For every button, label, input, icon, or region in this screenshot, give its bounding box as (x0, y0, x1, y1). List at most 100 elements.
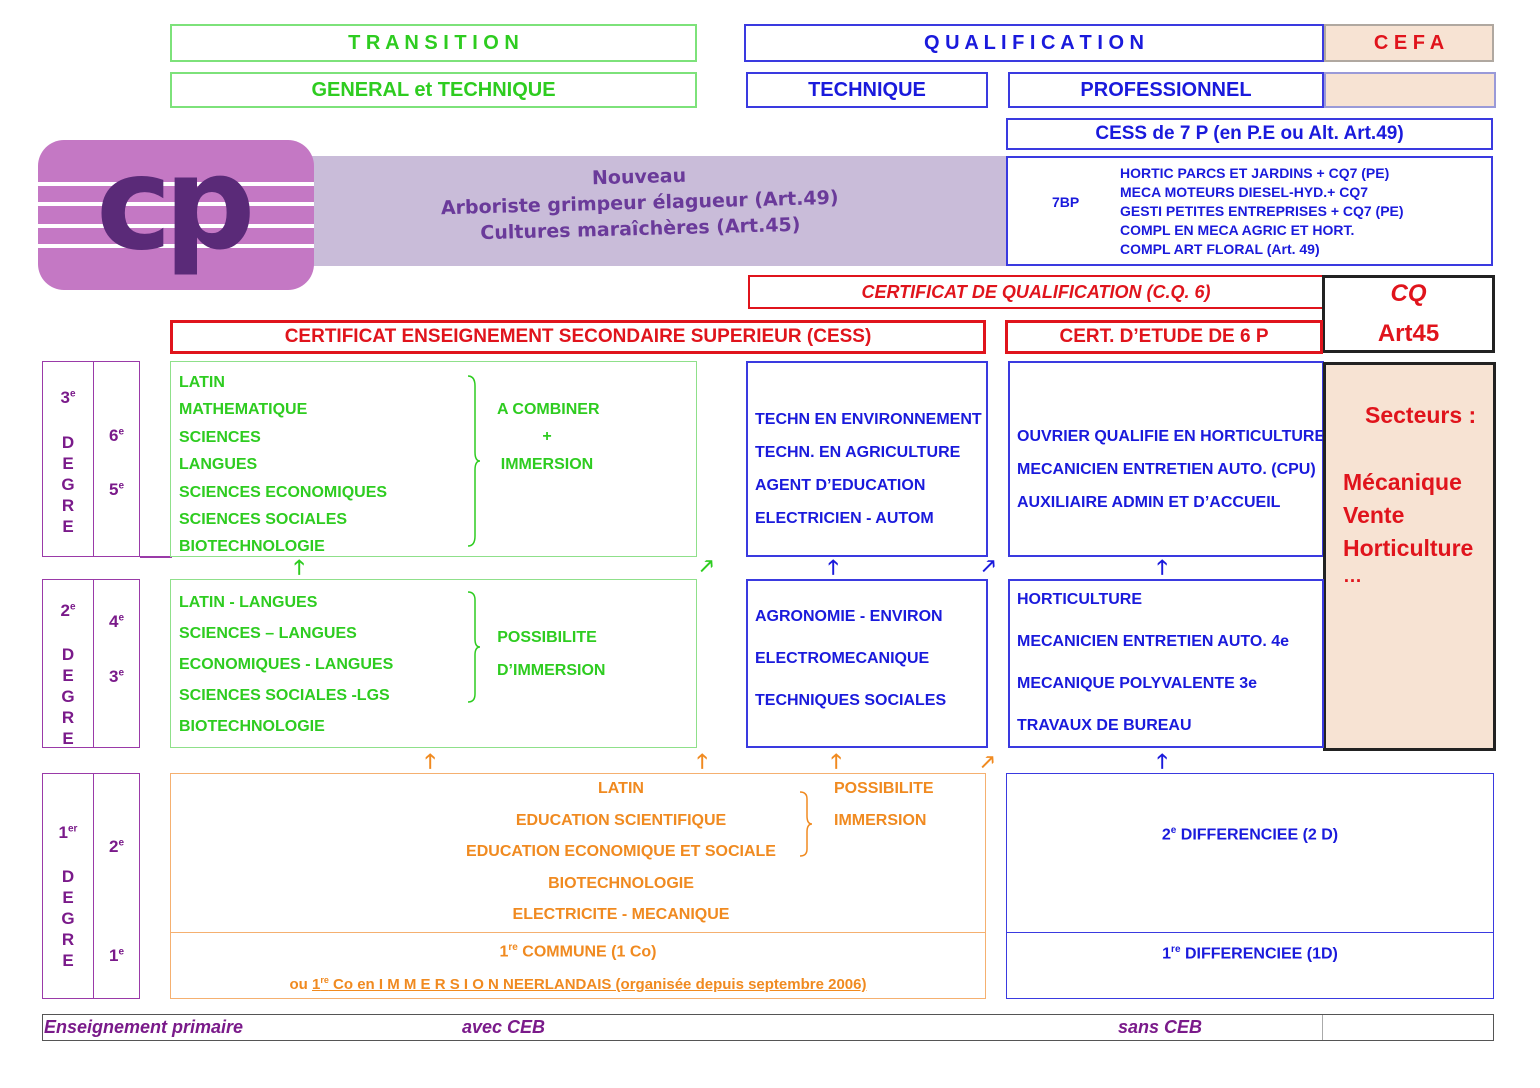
degree-3-technique-box (746, 361, 988, 557)
option-item: HORTICULTURE (1017, 591, 1143, 608)
option-item: ECONOMIQUES - LANGUES (179, 656, 394, 673)
degree-2-professionnel-box (1008, 579, 1324, 748)
cess-7p-header: CESS de 7 P (en P.E ou Alt. Art.49) (1006, 118, 1493, 150)
degree-1-ord-sup: er (68, 823, 78, 835)
combine-item: IMMERSION (500, 455, 594, 473)
option-item: LATIN - LANGUES (179, 594, 318, 611)
seven-p-item: GESTI PETITES ENTREPRISES + CQ7 (PE) (1120, 203, 1404, 219)
degree-2-ord: 2e (42, 601, 94, 621)
cq-art45-box (1322, 275, 1495, 353)
degree-letter: G (61, 475, 75, 494)
degree-2-technique-list: AGRONOMIE - ENVIRON ELECTROMECANIQUE TEC… (755, 596, 946, 722)
option-item: BIOTECHNOLOGIE (179, 538, 325, 556)
year-num: 5 (108, 480, 119, 499)
degree-1-ord-num: 1 (58, 823, 68, 842)
sector-item: Vente (1343, 502, 1405, 528)
option-item: ELECTROMECANIQUE (755, 650, 930, 667)
sector-item: … (1343, 566, 1362, 587)
transition-header: T R A N S I T I O N (170, 24, 697, 62)
year-sup: e (118, 426, 125, 438)
year-sup: e (118, 837, 125, 849)
degree-1-ord: 1er (42, 823, 94, 843)
technique-header: TECHNIQUE (746, 72, 988, 108)
immersion-underlined: 1re Co en I M M E R S I O N NEERLANDAIS … (312, 975, 867, 993)
seven-p-item: HORTIC PARCS ET JARDINS + CQ7 (PE) (1120, 165, 1390, 181)
option-item: LATIN (598, 780, 644, 797)
combine-item: A COMBINER (497, 401, 600, 418)
new-programs-banner (310, 156, 1006, 266)
primary-education-bar (42, 1014, 1494, 1041)
degree-2-general-list: LATIN - LANGUES SCIENCES – LANGUES ECONO… (179, 587, 393, 742)
degree-letter: E (62, 888, 74, 907)
degree-letter: R (61, 496, 75, 515)
possibility-item: POSSIBILITE (497, 629, 597, 646)
diff1-sup: re (1171, 944, 1181, 955)
degree-letter: E (62, 517, 74, 536)
immersion-text: Co en I M M E R S I O N NEERLANDAIS (org… (328, 976, 867, 993)
year-1: 1e (93, 946, 140, 966)
year-sup: e (118, 612, 125, 624)
degree-letter: E (62, 951, 74, 970)
commune-text: COMMUNE (1 Co) (517, 943, 657, 961)
cp-logo: cp (38, 140, 314, 290)
with-ceb-label: avec CEB (462, 1017, 546, 1037)
degree-2-word: D E G R E (42, 644, 94, 749)
commune-sup: re (508, 942, 518, 953)
general-technique-header: GENERAL et TECHNIQUE (170, 72, 697, 108)
degree-2-brace-icon (467, 591, 481, 703)
professionnel-header: PROFESSIONNEL (1008, 72, 1324, 108)
cq6-certificate: CERTIFICAT DE QUALIFICATION (C.Q. 6) (748, 275, 1324, 309)
degree-2-possibility: POSSIBILITE D’IMMERSION (497, 621, 606, 687)
degree-3-ord: 3e (42, 388, 94, 408)
possibility-item: IMMERSION (834, 811, 927, 829)
degree-2-ord-num: 2 (60, 601, 70, 620)
option-item: ELECTRICIEN - AUTOM (755, 510, 934, 527)
degree-3-technique-list: TECHN EN ENVIRONNEMENT TECHN. EN AGRICUL… (755, 403, 982, 535)
degree-1-possibility: POSSIBILITE IMMERSION (834, 773, 934, 836)
option-item: TECHNIQUES SOCIALES (755, 692, 947, 709)
degree-3-connector (140, 556, 172, 558)
diff2-sup: e (1170, 825, 1177, 836)
commune-num: 1 (499, 943, 509, 961)
arrow-diagonal-icon: 🡕 (981, 752, 995, 774)
year-3: 3e (93, 667, 140, 687)
diff2-label: 2e DIFFERENCIEE (2 D) (1006, 825, 1494, 844)
diff1-text: DIFFERENCIEE (1D) (1180, 945, 1338, 963)
sector-item: Horticulture (1343, 535, 1474, 561)
diff1-label: 1re DIFFERENCIEE (1D) (1006, 944, 1494, 963)
option-item: BIOTECHNOLOGIE (179, 718, 325, 735)
year-num: 4 (108, 612, 119, 631)
option-item: AGENT D’EDUCATION (755, 477, 926, 494)
option-item: AUXILIAIRE ADMIN ET D’ACCUEIL (1017, 494, 1281, 511)
option-item: SCIENCES – LANGUES (179, 625, 357, 642)
degree-3-general-box (170, 361, 697, 557)
cq-label: CQ (1390, 280, 1427, 307)
combine-item: + (542, 428, 552, 446)
logo-stripe-2 (38, 202, 314, 206)
degree-3-years-box (93, 361, 140, 557)
degree-letter: G (61, 909, 75, 928)
banner-text: Nouveau Arboriste grimpeur élagueur (Art… (359, 157, 921, 272)
degree-3-professionnel-list: OUVRIER QUALIFIE EN HORTICULTURE MECANIC… (1017, 420, 1325, 519)
degree-letter: R (61, 930, 75, 949)
year-sup: e (118, 667, 125, 679)
year-6: 6e (93, 426, 140, 446)
cefa-sectors-title: Secteurs : (1365, 402, 1477, 428)
option-item: MATHEMATIQUE (179, 401, 308, 419)
option-item: TECHN. EN AGRICULTURE (755, 444, 961, 461)
degree-1-diff1-box (1006, 932, 1494, 999)
option-item: OUVRIER QUALIFIE EN HORTICULTURE (1017, 428, 1326, 445)
option-item: MECANICIEN ENTRETIEN AUTO. 4e (1017, 633, 1290, 650)
option-item: LANGUES (179, 456, 258, 474)
degree-3-brace-icon (467, 375, 481, 547)
art45-label: Art45 (1377, 320, 1440, 347)
degree-1-word: D E G R E (42, 866, 94, 971)
arrow-up-icon: 🡑 (425, 751, 436, 773)
year-4: 4e (93, 612, 140, 632)
logo-stripe-4 (38, 244, 314, 248)
footer-divider (1322, 1015, 1323, 1040)
degree-2-ord-sup: e (69, 601, 76, 613)
possibility-item: D’IMMERSION (497, 662, 606, 679)
option-item: EDUCATION SCIENTIFIQUE (515, 811, 727, 829)
year-sup: e (118, 480, 125, 492)
